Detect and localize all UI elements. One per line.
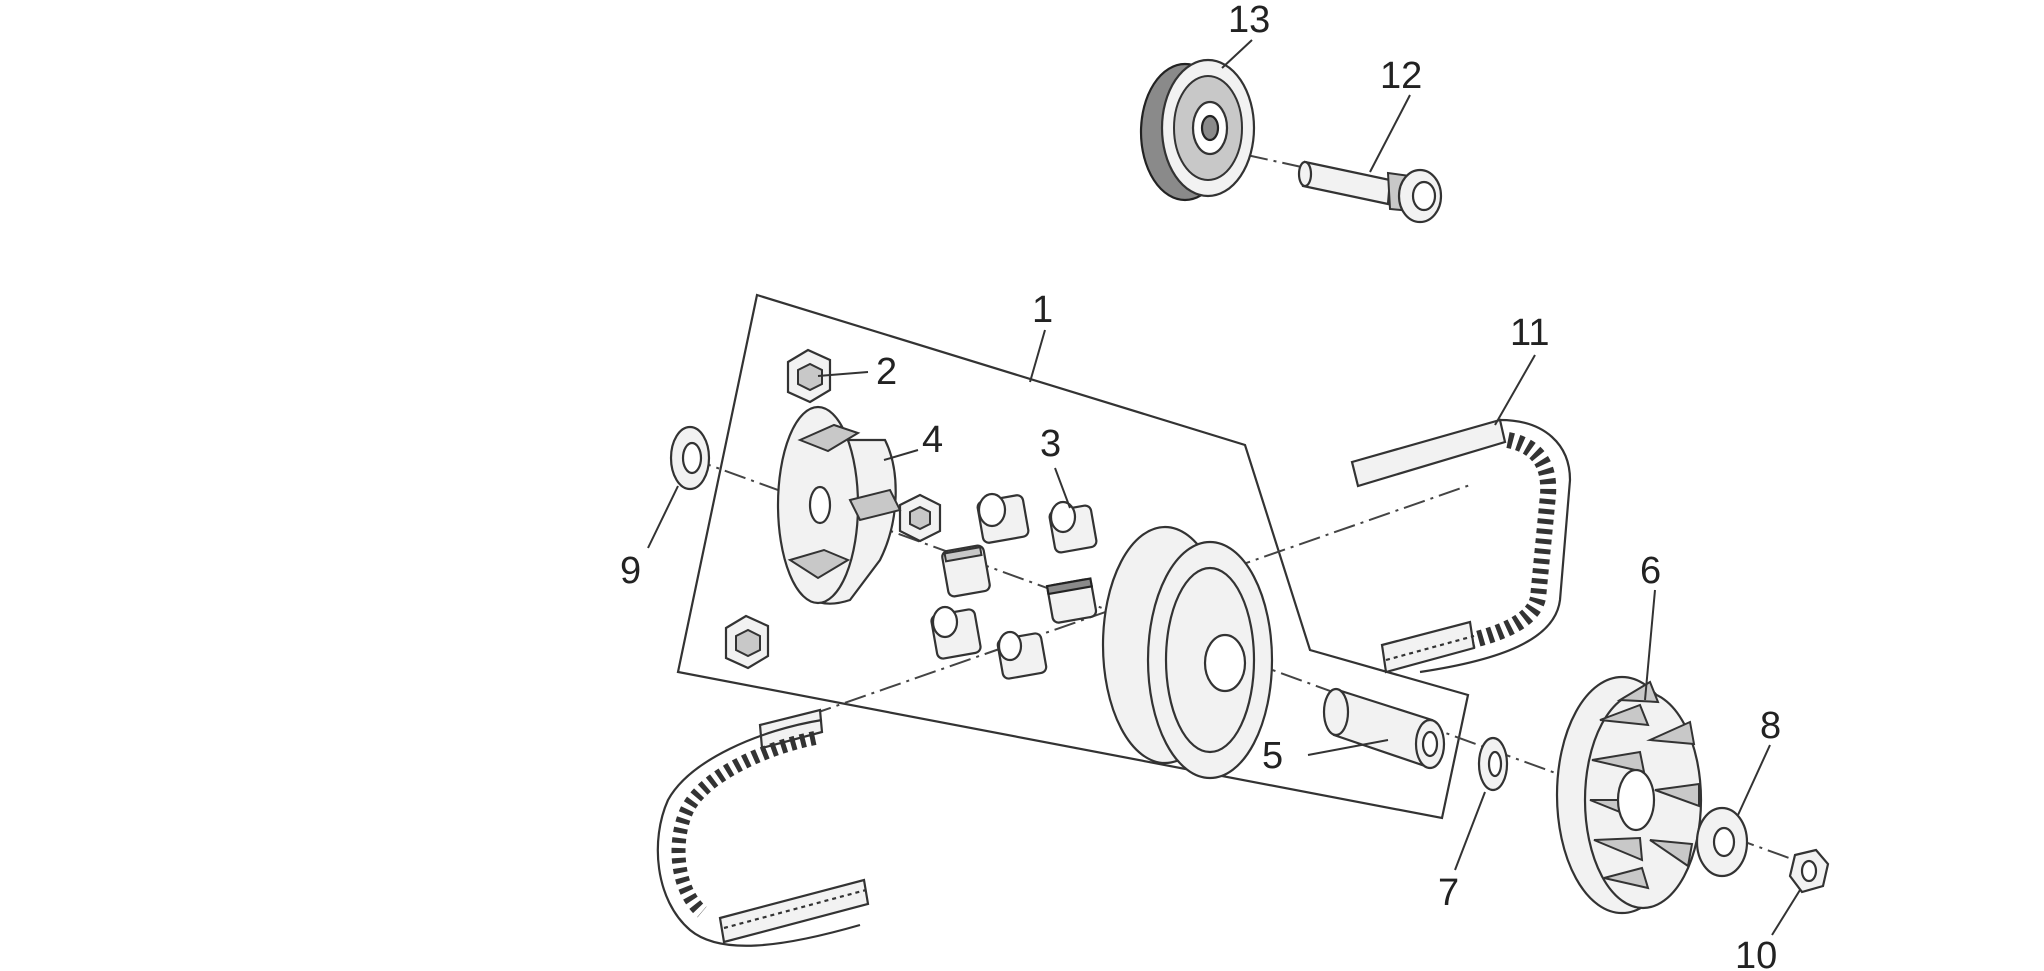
movable-pulley-half — [1101, 525, 1274, 780]
callout-11: 11 — [1510, 312, 1549, 354]
slider-bottom — [724, 614, 770, 670]
tensioner-bolt — [1297, 160, 1443, 224]
callout-5: 5 — [1262, 735, 1283, 777]
callout-4: 4 — [922, 419, 943, 461]
callout-10: 10 — [1735, 935, 1777, 971]
callout-13: 13 — [1228, 0, 1270, 41]
drive-belt-upper — [1350, 418, 1572, 674]
roller-3 — [941, 544, 991, 598]
callout-7: 7 — [1438, 872, 1459, 914]
washer-9 — [669, 425, 711, 491]
callout-8: 8 — [1760, 705, 1781, 747]
roller-2 — [1048, 500, 1098, 554]
callout-9: 9 — [620, 550, 641, 592]
leader-2 — [817, 371, 869, 377]
leader-7 — [1454, 791, 1486, 871]
drive-belt-lower — [656, 708, 870, 947]
leader-13 — [1221, 39, 1253, 69]
kit-boundary — [676, 293, 1470, 820]
leader-11 — [1494, 354, 1536, 426]
nut — [1788, 848, 1830, 894]
callout-1: 1 — [1032, 289, 1053, 331]
roller-1 — [976, 492, 1030, 544]
washer-7 — [1477, 736, 1509, 792]
roller-5 — [930, 605, 982, 660]
leader-9 — [647, 485, 679, 549]
leader-10 — [1771, 889, 1801, 936]
callout-6: 6 — [1640, 550, 1661, 592]
slider-top — [786, 348, 832, 404]
leader-4 — [883, 449, 919, 461]
fixed-pulley-half — [1555, 675, 1703, 915]
callout-2: 2 — [876, 351, 897, 393]
leader-12 — [1369, 94, 1411, 173]
washer-8 — [1695, 806, 1749, 878]
ramp-plate — [776, 405, 902, 605]
leader-6 — [1644, 589, 1656, 701]
bushing — [1322, 687, 1446, 770]
roller-6 — [996, 630, 1048, 680]
leader-1 — [1029, 329, 1046, 383]
callout-3: 3 — [1040, 423, 1061, 465]
tensioner-pulley — [1139, 58, 1256, 202]
callout-12: 12 — [1380, 55, 1422, 97]
leader-3 — [1054, 467, 1071, 509]
leader-8 — [1737, 744, 1771, 816]
leader-5 — [1307, 739, 1389, 756]
slider-middle — [898, 493, 942, 543]
roller-4 — [1045, 577, 1098, 624]
